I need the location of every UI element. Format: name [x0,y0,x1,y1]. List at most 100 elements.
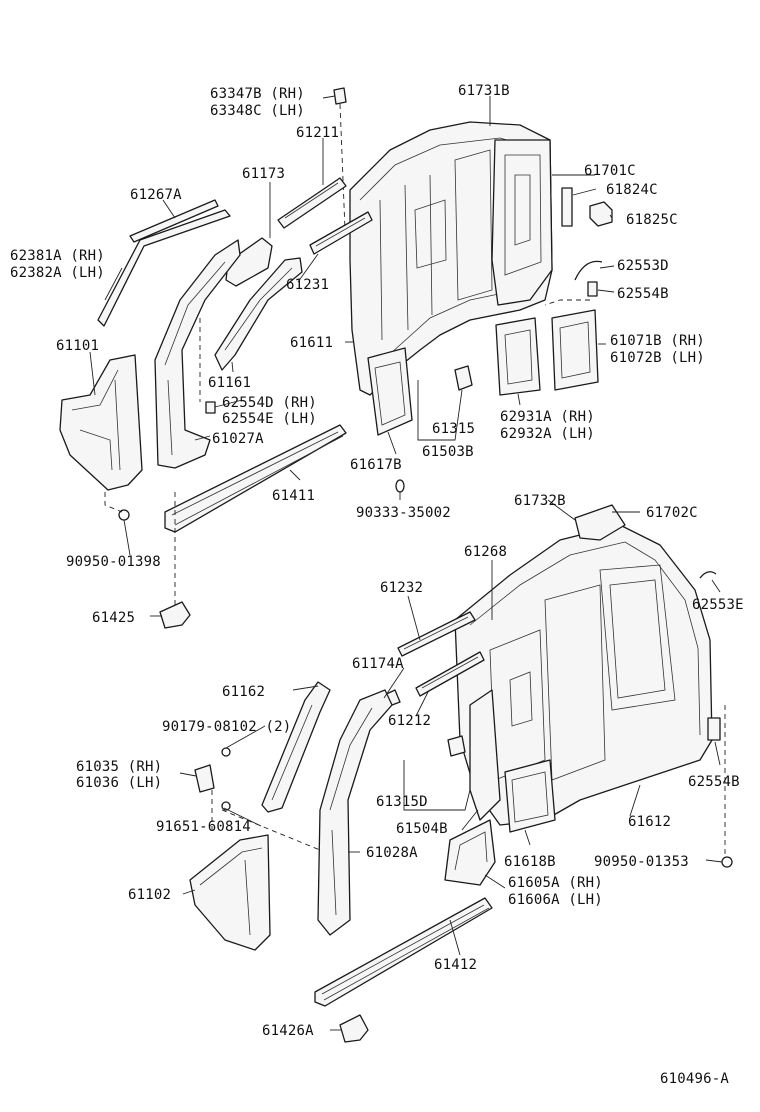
part-61504b [469,689,501,821]
part-61232-rail [397,611,476,657]
label-61267a: 61267A [130,187,182,203]
part-62554d [205,401,216,414]
label-61162: 61162 [222,684,265,700]
label-62554d: 62554D (RH) [222,395,317,411]
label-61618b: 61618B [504,854,556,870]
part-90950-01398-bolt [118,509,130,521]
part-62553d [574,260,603,281]
part-61028a [317,689,393,936]
label-61412: 61412 [434,957,477,973]
label-63347b: 63347B (RH) [210,86,305,102]
label-62932a: 62932A (LH) [500,426,595,442]
label-90950-01353: 90950-01353 [594,854,689,870]
label-61315: 61315 [432,421,475,437]
part-61161 [214,257,303,371]
part-63347b-clip [333,87,347,105]
label-61605a: 61605A (RH) [508,875,603,891]
part-61315 [454,365,473,391]
part-62381a [97,209,231,327]
label-62931a: 62931A (RH) [500,409,595,425]
label-61232: 61232 [380,580,423,596]
part-91651-bolt [221,801,231,811]
label-90179-08102: 90179-08102 (2) [162,719,291,735]
label-62553d: 62553D [617,258,669,274]
part-61426a [339,1014,369,1043]
label-61231: 61231 [286,277,329,293]
part-90333-clip [395,479,405,493]
label-62381a: 62381A (RH) [10,248,105,264]
part-61101 [59,354,143,491]
label-61702c: 61702C [646,505,698,521]
part-61267a [129,199,219,243]
part-61102 [189,834,271,951]
label-61606a: 61606A (LH) [508,892,603,908]
label-61173: 61173 [242,166,285,182]
leader-lines [89,95,723,1031]
label-90950-01398: 90950-01398 [66,554,161,570]
label-61612: 61612 [628,814,671,830]
part-61162 [261,681,331,813]
label-61426a: 61426A [262,1023,314,1039]
label-61028a: 61028A [366,845,418,861]
part-61071b [551,309,599,391]
part-90950-01353-nut [721,856,733,868]
part-61824c [561,187,573,227]
label-61731b: 61731B [458,83,510,99]
part-61825c [589,201,613,227]
label-61161: 61161 [208,375,251,391]
part-61231-rail [309,211,373,255]
part-61702c [574,504,626,541]
label-62382a: 62382A (LH) [10,265,105,281]
label-61268: 61268 [464,544,507,560]
label-61504b: 61504B [396,821,448,837]
part-61425 [159,601,191,629]
part-61315d [447,735,466,757]
part-61027a [154,239,241,469]
label-61035: 61035 (RH) [76,759,162,775]
label-61315d: 61315D [376,794,428,810]
part-61212-rail [415,651,485,697]
callout-labels: 63347B (RH) 63348C (LH) 61731B 61211 611… [10,83,744,1087]
part-61605a [444,819,496,886]
label-62553e: 62553E [692,597,744,613]
part-62931a [495,317,541,396]
label-61425: 61425 [92,610,135,626]
label-63348c: 63348C (LH) [210,103,305,119]
label-62554b-top: 62554B [617,286,669,302]
label-61101: 61101 [56,338,99,354]
diagram-code: 610496-A [660,1071,729,1087]
part-61035-bracket [194,764,215,793]
label-61611: 61611 [290,335,333,351]
label-61617b: 61617B [350,457,402,473]
label-61701c: 61701C [584,163,636,179]
part-61617b [367,347,413,436]
part-61701c [491,139,553,306]
label-61102: 61102 [128,887,171,903]
label-61732b: 61732B [514,493,566,509]
label-62554b-bottom: 62554B [688,774,740,790]
part-62554b-bottom [707,717,721,741]
part-90179-bolt [221,747,231,757]
label-61503b: 61503B [422,444,474,460]
label-61825c: 61825C [626,212,678,228]
label-61212: 61212 [388,713,431,729]
label-61211: 61211 [296,125,339,141]
part-61412-rocker [314,897,493,1007]
part-61211-rail [277,177,347,229]
label-90333-35002: 90333-35002 [356,505,451,521]
label-91651-60814: 91651-60814 [156,819,251,835]
label-61071b: 61071B (RH) [610,333,705,349]
part-61173 [225,237,273,287]
part-62553e [699,571,717,579]
label-61027a: 61027A [212,431,264,447]
label-62554e: 62554E (LH) [222,411,317,427]
label-61174a: 61174A [352,656,404,672]
label-61072b: 61072B (LH) [610,350,705,366]
label-61411: 61411 [272,488,315,504]
label-61036: 61036 (LH) [76,775,162,791]
part-62554b-top [587,281,598,297]
part-61411-rocker [164,424,347,533]
label-61824c: 61824C [606,182,658,198]
